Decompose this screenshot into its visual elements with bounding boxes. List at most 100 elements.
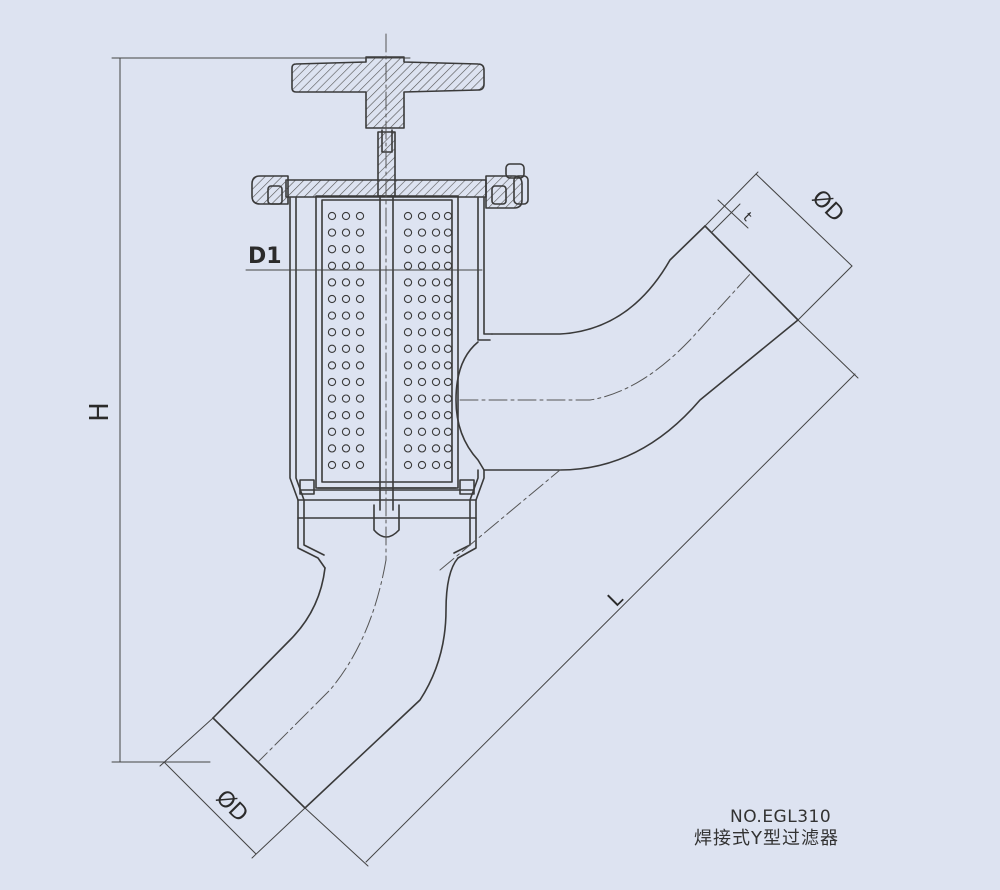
- t-handle: [291, 56, 485, 129]
- perforation-hole: [403, 460, 413, 470]
- perforation-hole: [341, 311, 351, 320]
- perforation-hole: [355, 211, 365, 221]
- perforation-hole: [443, 344, 453, 353]
- perforation-hole: [341, 361, 351, 370]
- perforation-hole: [443, 211, 453, 221]
- label-outlet-diameter: ØD: [807, 185, 849, 227]
- perforation-hole: [417, 460, 427, 470]
- perforation-hole: [403, 411, 413, 420]
- perforation-hole: [327, 377, 337, 387]
- perforation-hole: [341, 460, 351, 470]
- perforation-hole: [443, 361, 453, 370]
- perforation-hole: [327, 228, 337, 237]
- perforation-hole: [403, 328, 413, 337]
- perforation-hole: [355, 294, 365, 304]
- perforation-hole: [355, 261, 365, 270]
- perforation-hole: [355, 245, 365, 254]
- perforation-hole: [431, 427, 441, 436]
- perforation-hole: [341, 245, 351, 254]
- perforation-hole: [327, 261, 337, 270]
- perforation-hole: [355, 427, 365, 436]
- perforation-hole: [431, 444, 441, 453]
- perforation-hole: [403, 311, 413, 320]
- perforation-hole: [417, 294, 427, 304]
- perforation-hole: [431, 344, 441, 353]
- perforation-hole: [431, 361, 441, 370]
- perforation-hole: [341, 411, 351, 420]
- filter-perforations: [327, 211, 453, 470]
- perforation-hole: [355, 344, 365, 353]
- perforation-hole: [417, 361, 427, 370]
- filter-basket: [299, 195, 475, 495]
- label-inlet-diameter: ØD: [211, 785, 253, 827]
- perforation-hole: [327, 245, 337, 254]
- perforation-hole: [403, 344, 413, 353]
- label-inner-diameter: D1: [248, 244, 282, 269]
- perforation-hole: [431, 294, 441, 304]
- perforation-hole: [443, 377, 453, 387]
- perforation-hole: [327, 460, 337, 470]
- perforation-hole: [341, 328, 351, 337]
- perforation-hole: [431, 394, 441, 403]
- perforation-hole: [403, 444, 413, 453]
- perforation-hole: [443, 411, 453, 420]
- perforation-hole: [403, 228, 413, 237]
- perforation-hole: [443, 460, 453, 470]
- perforation-hole: [341, 261, 351, 270]
- perforation-hole: [443, 311, 453, 320]
- perforation-hole: [341, 427, 351, 436]
- perforation-hole: [341, 211, 351, 221]
- perforation-hole: [327, 211, 337, 221]
- perforation-hole: [327, 427, 337, 436]
- perforation-hole: [341, 444, 351, 453]
- label-wall-thickness: t: [740, 210, 756, 226]
- perforation-hole: [431, 328, 441, 337]
- perforation-hole: [403, 361, 413, 370]
- outlet-branch: [455, 225, 799, 471]
- label-height: H: [85, 402, 115, 422]
- perforation-hole: [431, 377, 441, 387]
- perforation-hole: [443, 228, 453, 237]
- perforation-hole: [327, 328, 337, 337]
- perforation-hole: [327, 361, 337, 370]
- perforation-hole: [431, 245, 441, 254]
- perforation-hole: [417, 245, 427, 254]
- perforation-hole: [355, 311, 365, 320]
- perforation-hole: [403, 261, 413, 270]
- perforation-hole: [443, 278, 453, 287]
- perforation-hole: [431, 311, 441, 320]
- perforation-hole: [403, 294, 413, 304]
- perforation-hole: [341, 394, 351, 403]
- perforation-hole: [417, 411, 427, 420]
- perforation-hole: [403, 427, 413, 436]
- perforation-hole: [327, 444, 337, 453]
- centerlines: [257, 33, 753, 763]
- perforation-hole: [355, 377, 365, 387]
- perforation-hole: [431, 261, 441, 270]
- perforation-hole: [417, 444, 427, 453]
- perforation-hole: [417, 211, 427, 221]
- drawing-caption: NO.EGL310 焊接式Y型过滤器: [694, 806, 839, 850]
- perforation-hole: [341, 294, 351, 304]
- perforation-hole: [443, 444, 453, 453]
- perforation-hole: [417, 344, 427, 353]
- perforation-hole: [327, 278, 337, 287]
- perforation-hole: [417, 394, 427, 403]
- perforation-hole: [355, 278, 365, 287]
- perforation-hole: [443, 294, 453, 304]
- perforation-hole: [417, 278, 427, 287]
- perforation-hole: [403, 377, 413, 387]
- perforation-hole: [443, 261, 453, 270]
- label-length: L: [603, 586, 628, 611]
- strainer-housing: [289, 197, 493, 569]
- perforation-hole: [403, 278, 413, 287]
- perforation-hole: [355, 411, 365, 420]
- perforation-hole: [443, 427, 453, 436]
- perforation-hole: [431, 411, 441, 420]
- dimension-lines: [111, 57, 859, 867]
- perforation-hole: [403, 211, 413, 221]
- perforation-hole: [341, 377, 351, 387]
- perforation-hole: [355, 361, 365, 370]
- perforation-hole: [417, 261, 427, 270]
